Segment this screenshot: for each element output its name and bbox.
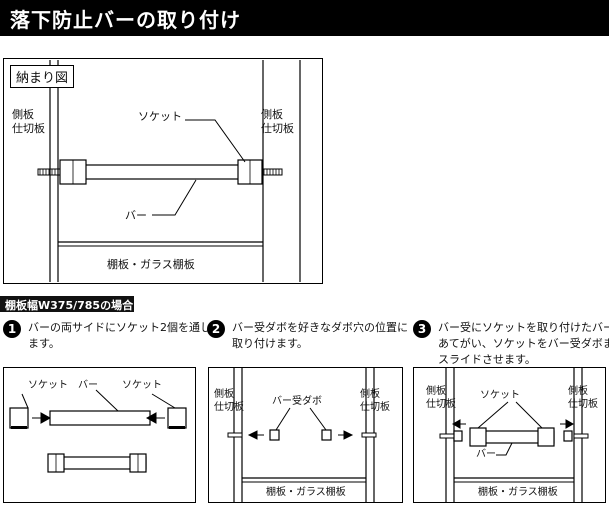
section-header: 棚板幅W375/785の場合 <box>0 296 134 312</box>
p2-side-right-label: 側板仕切板 <box>360 389 390 413</box>
side-board-left-label: 側板仕切板 <box>12 108 45 135</box>
shelf-label: 棚板・ガラス棚板 <box>107 258 195 271</box>
section-title: 棚板幅W375/785の場合 <box>5 299 134 312</box>
page-header: 落下防止バーの取り付け <box>0 0 609 36</box>
p3-side-right-label: 側板仕切板 <box>568 386 598 410</box>
p2-side-left-label: 側板仕切板 <box>214 389 244 413</box>
p2-shelf-label: 棚板・ガラス棚板 <box>266 487 346 498</box>
step-3-text: バー受にソケットを取り付けたバーをあてがい、ソケットをバー受ダボまでスライドさせ… <box>438 321 609 366</box>
step-2-text: バー受ダボを好きなダボ穴の位置に取り付けます。 <box>232 321 408 350</box>
step-1-panel <box>3 367 196 503</box>
p2-dabo-label: バー受ダボ <box>272 396 322 407</box>
side-board-right-label: 側板仕切板 <box>261 108 294 135</box>
step-3-number: 3 <box>413 320 431 338</box>
p1-socket-left-label: ソケット <box>28 380 68 391</box>
p1-socket-right-label: ソケット <box>122 380 162 391</box>
step-2-number: 2 <box>207 320 225 338</box>
diagram-box-label: 納まり図 <box>10 65 75 88</box>
p3-bar-label: バー <box>476 449 496 460</box>
bar-label: バー <box>125 209 147 222</box>
page-title: 落下防止バーの取り付け <box>10 8 241 32</box>
socket-label: ソケット <box>138 110 182 123</box>
p3-socket-label: ソケット <box>480 390 520 401</box>
p3-side-left-label: 側板仕切板 <box>426 386 456 410</box>
step-1-text: バーの両サイドにソケット2個を通します。 <box>28 321 211 350</box>
p1-bar-label: バー <box>78 380 98 391</box>
p3-shelf-label: 棚板・ガラス棚板 <box>478 487 558 498</box>
step-1-number: 1 <box>3 320 21 338</box>
